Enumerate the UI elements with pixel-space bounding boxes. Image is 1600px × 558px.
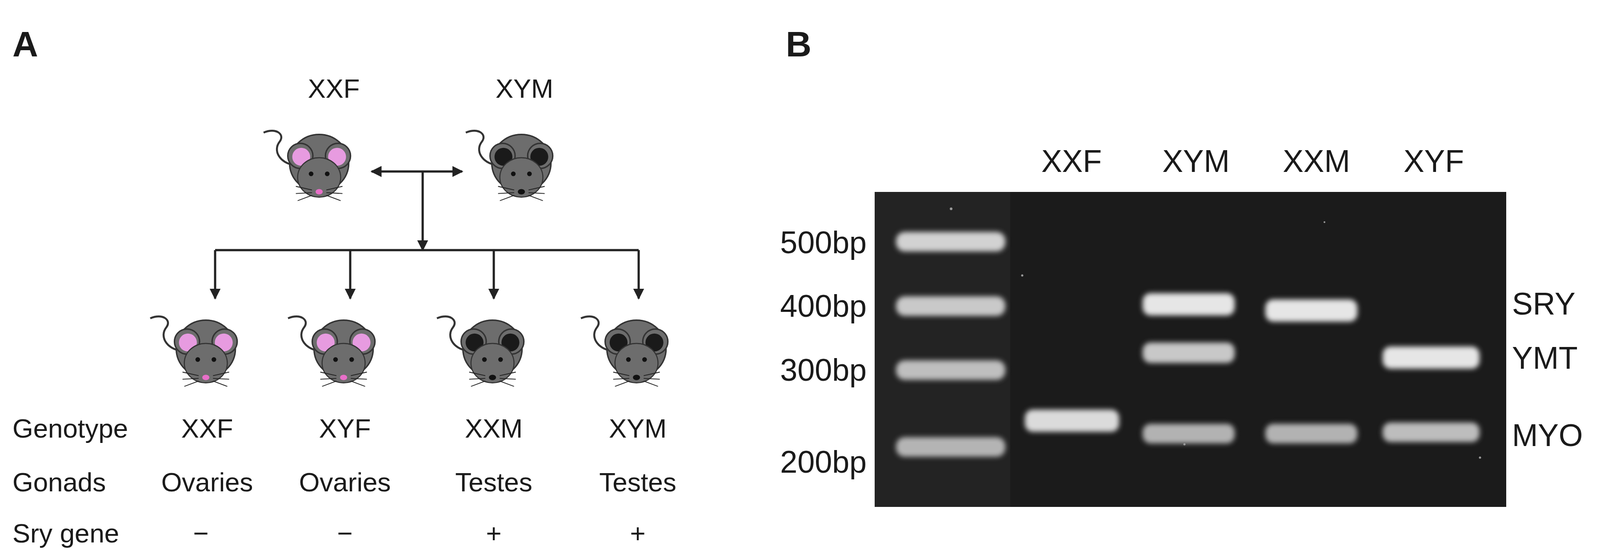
male-mouse-icon [580,316,668,387]
panel-letter: B [785,24,812,64]
gonad-cell: Ovaries [161,468,254,498]
sry-cell: − [336,519,353,549]
band-label: SRY [1512,287,1576,322]
lane-label: XXF [1041,144,1102,179]
ladder-size: 500bp [780,225,867,260]
ladder-size: 300bp [780,353,867,388]
sry-cell: − [192,519,209,549]
lane-label: XYM [1162,144,1230,179]
gonad-cell: Testes [455,468,532,498]
sry-cell: + [485,519,502,549]
parent-genotype: XXF [308,74,360,104]
ladder-size: 400bp [780,289,867,324]
male-mouse-icon [465,130,553,201]
lane-label: XYF [1403,144,1464,179]
gonad-cell: Testes [599,468,676,498]
genotype-cell: XXM [464,414,523,444]
gonad-cell: Ovaries [299,468,392,498]
parent-genotype: XYM [495,74,554,104]
sry-cell: + [629,519,646,549]
row-heading: Gonads [12,468,106,498]
row-heading: Sry gene [12,519,120,549]
female-mouse-icon [150,316,238,387]
agarose-gel [874,192,1507,508]
row-heading: Genotype [12,414,128,444]
male-mouse-icon [436,316,524,387]
panel-letter: A [12,24,39,64]
band-label: MYO [1512,418,1583,453]
female-mouse-icon [288,316,376,387]
female-mouse-icon [263,130,351,201]
cross-arrows [215,171,639,299]
genotype-cell: XYF [319,414,372,444]
lane-label: XXM [1282,144,1351,179]
genotype-cell: XXF [181,414,234,444]
genotype-cell: XYM [608,414,667,444]
band-label: YMT [1512,341,1578,376]
ladder-size: 200bp [780,445,867,480]
